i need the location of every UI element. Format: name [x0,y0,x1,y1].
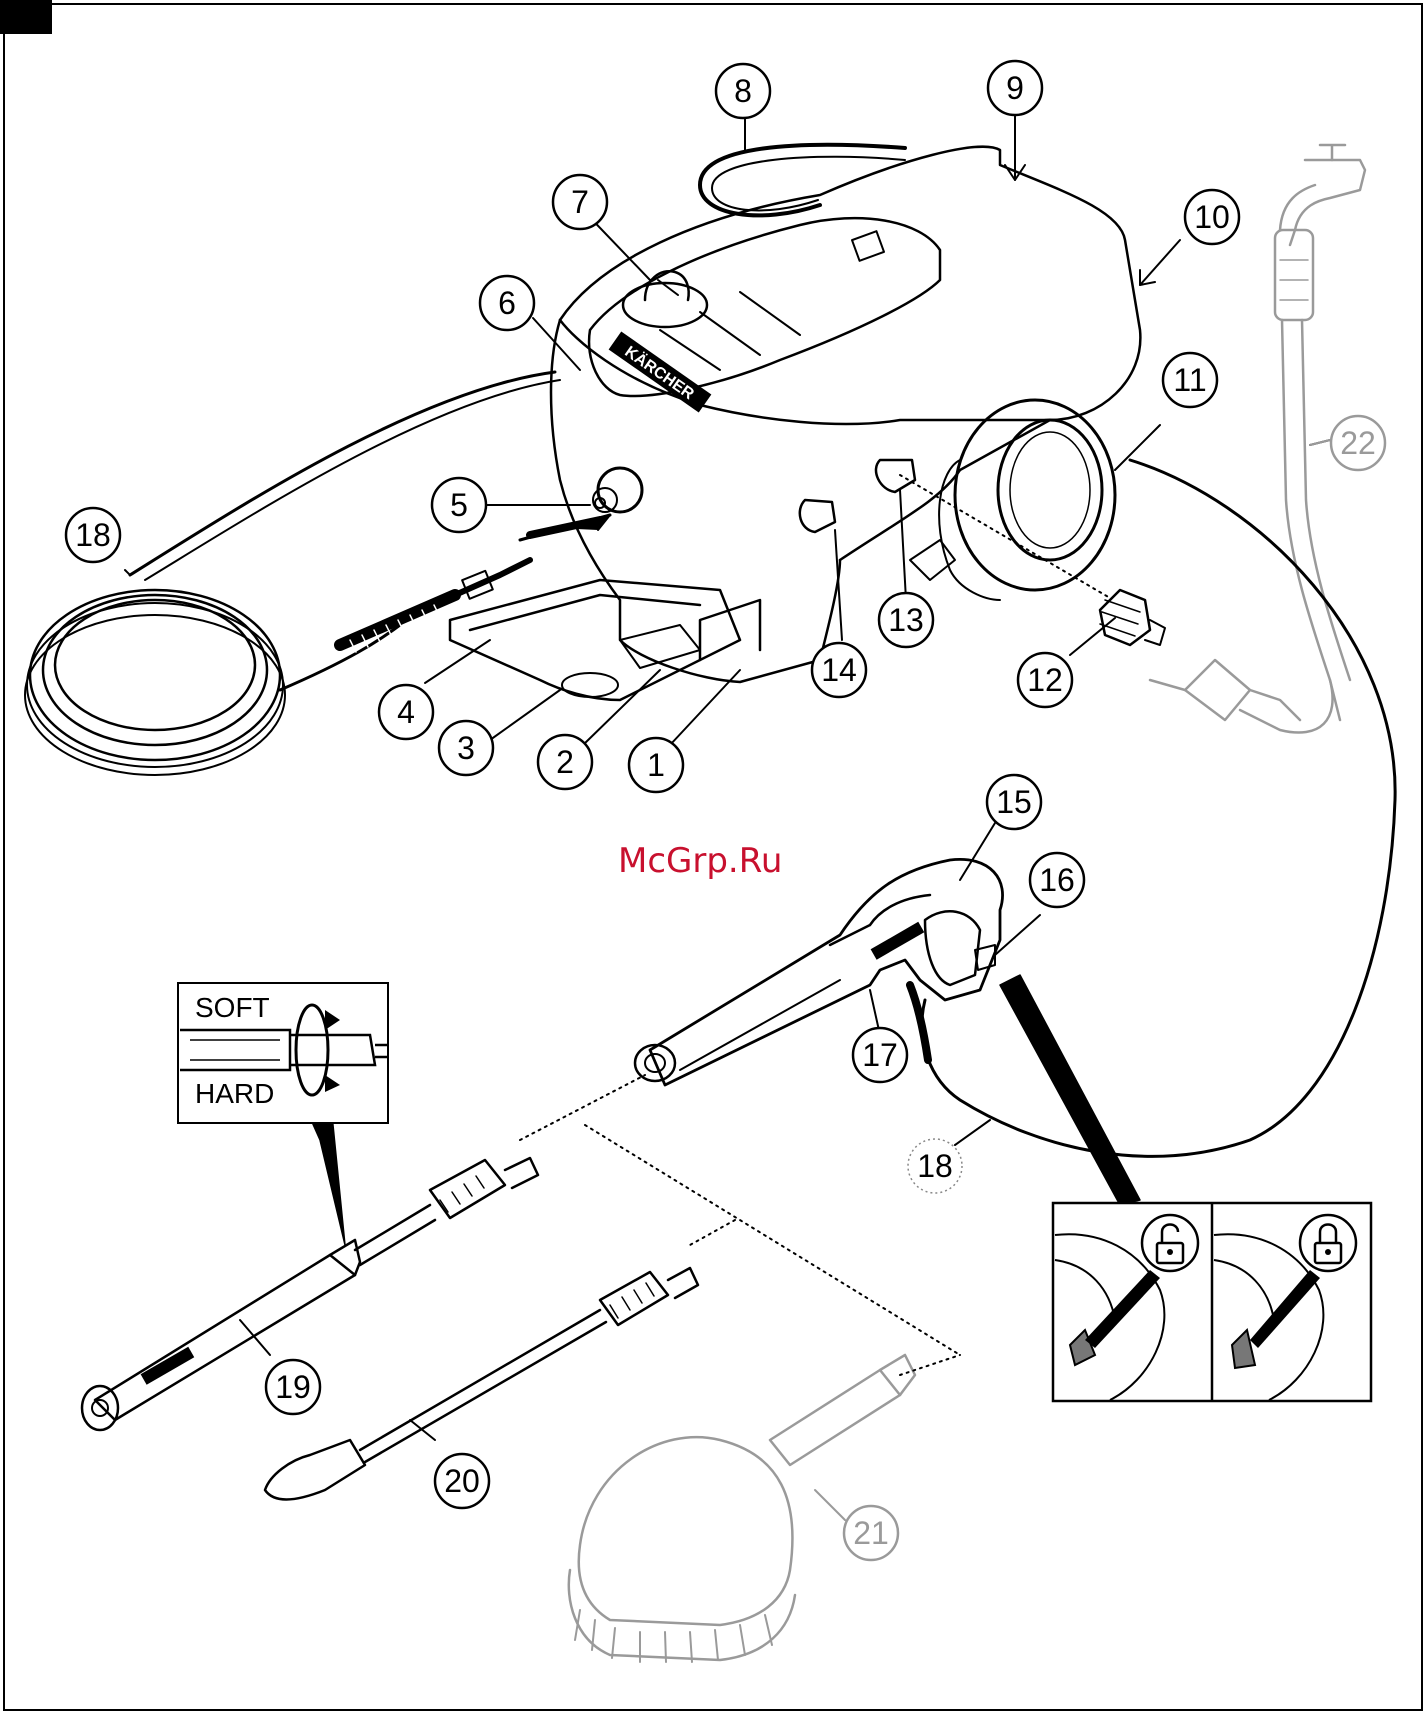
callout-label: 11 [1173,362,1206,398]
callout-label: 1 [647,747,665,783]
callout-label: 17 [862,1037,898,1073]
callout-9: 9 [988,61,1042,115]
callout-label: 14 [821,652,857,688]
callout-19: 19 [266,1360,320,1414]
callout-label: 15 [996,784,1032,820]
padlock-closed-icon [1300,1215,1356,1271]
callout-18-hose: 18 [908,1139,962,1193]
callout-label: 13 [888,602,924,638]
callout-label: 22 [1340,425,1376,461]
callout-22: 22 [1331,416,1385,470]
callout-17: 17 [853,1028,907,1082]
callout-18-reel: 18 [66,508,120,562]
callout-20: 20 [435,1454,489,1508]
callout-label: 2 [556,744,574,780]
callout-label: 10 [1194,199,1230,235]
callout-7: 7 [553,175,607,229]
callout-label: 5 [450,487,468,523]
soft-label: SOFT [195,992,270,1023]
callout-label: 9 [1006,70,1024,106]
watermark-text: McGrp.Ru [618,841,782,881]
callout-13: 13 [879,593,933,647]
callout-21: 21 [844,1506,898,1560]
callout-6: 6 [480,276,534,330]
spray-adjust-inset: SOFT HARD [178,983,388,1123]
callout-2: 2 [538,735,592,789]
callout-label: 18 [917,1148,953,1184]
machine-body: KÄRCHER [450,145,1140,700]
callout-label: 19 [275,1369,311,1405]
callout-3: 3 [439,721,493,775]
water-inlet-adapter [1100,590,1165,645]
padlock-open-icon [1142,1215,1198,1271]
callout-12: 12 [1018,653,1072,707]
callout-5: 5 [432,478,486,532]
callout-10: 10 [1185,190,1239,244]
callout-label: 21 [853,1515,889,1551]
callout-label: 18 [75,517,111,553]
callout-14: 14 [812,643,866,697]
trigger-lock-inset [1053,1203,1371,1401]
callout-8: 8 [716,64,770,118]
callout-label: 7 [571,184,589,220]
callout-15: 15 [987,775,1041,829]
callout-label: 4 [397,694,415,730]
hard-label: HARD [195,1078,274,1109]
callout-label: 8 [734,73,752,109]
callout-1: 1 [629,738,683,792]
callout-label: 3 [457,730,475,766]
callout-16: 16 [1030,853,1084,907]
callout-4: 4 [379,685,433,739]
callout-11: 11 [1163,353,1217,407]
callout-label: 12 [1027,662,1063,698]
callout-label: 16 [1039,862,1075,898]
trigger-gun [635,859,1003,1085]
callout-label: 6 [498,285,516,321]
hose-reel [25,372,560,775]
callout-label: 20 [444,1463,480,1499]
